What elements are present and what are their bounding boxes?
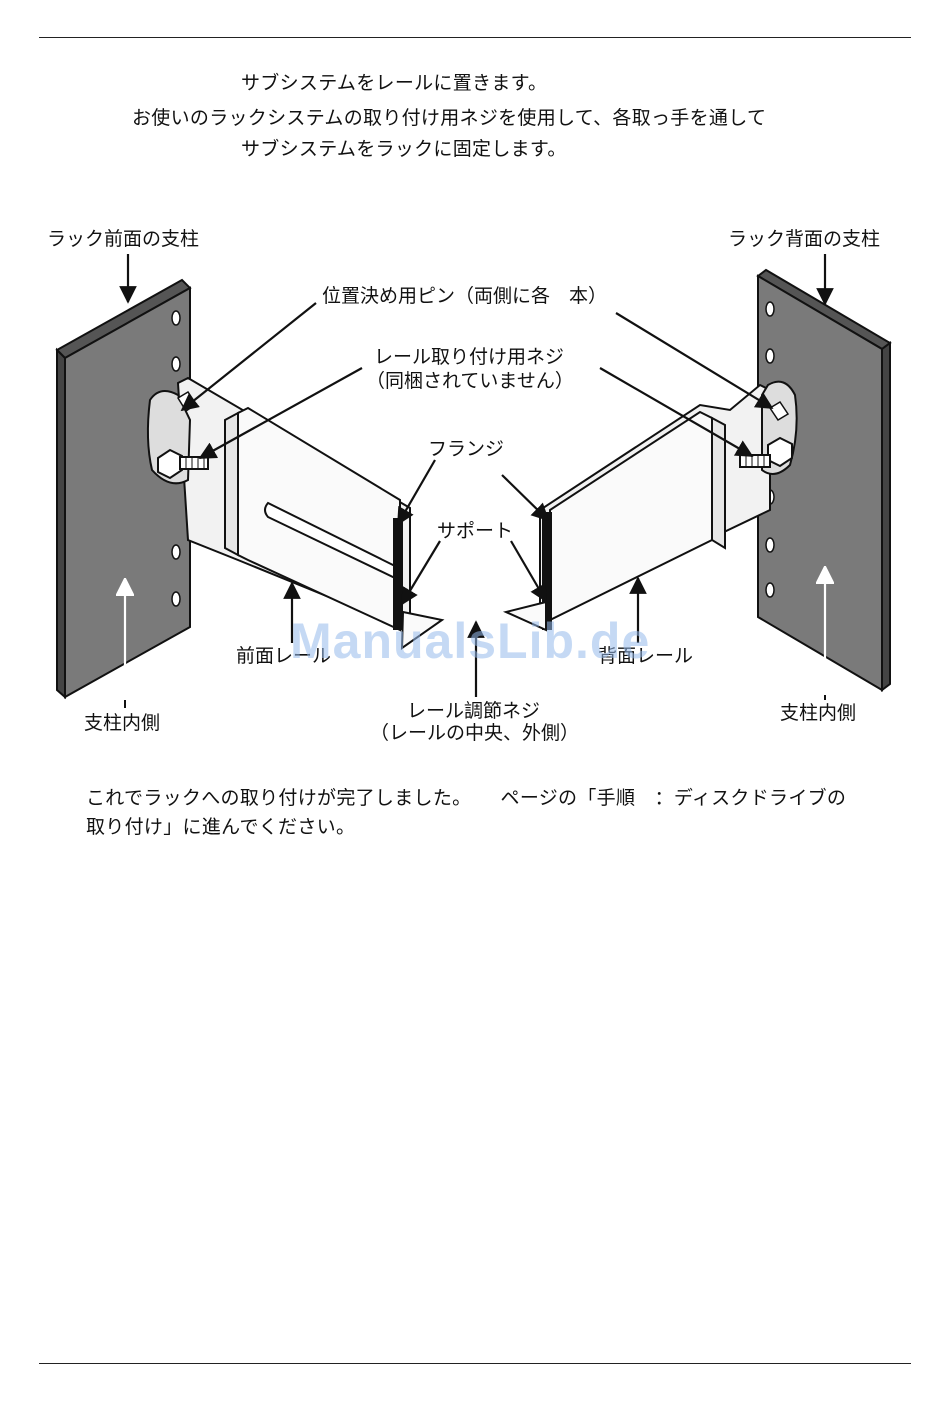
rear-rail: [506, 382, 797, 630]
screw-label-line2: （同梱されていません）: [366, 370, 574, 392]
step-fix-text-line1: お使いのラックシステムの取り付け用ネジを使用して、各取っ手を通して: [132, 106, 766, 130]
watermark: ManualsLib.de: [290, 612, 650, 670]
front-rail: [148, 378, 442, 648]
top-rule: [39, 37, 911, 38]
front-post-label: ラック前面の支柱: [47, 228, 199, 250]
conclusion-line2: 取り付け」に進んでください。: [86, 815, 355, 839]
adjust-screw-label-line1: レール調節ネジ: [407, 700, 540, 722]
flange-label: フランジ: [428, 438, 504, 460]
front-rack-post: [57, 280, 190, 697]
adjust-screw-label-line2: （レールの中央、外側）: [370, 722, 579, 744]
post-inner-right-label: 支柱内側: [780, 702, 856, 724]
rear-post-label: ラック背面の支柱: [728, 228, 880, 250]
step-fix-text-line2: サブシステムをラックに固定します。: [241, 137, 567, 161]
bottom-rule: [39, 1363, 911, 1364]
conclusion-line1: これでラックへの取り付けが完了しました。 ページの「手順 ：ディスクドライブの: [86, 786, 846, 810]
support-label: サポート: [437, 520, 513, 542]
step-place-text: サブシステムをレールに置きます。: [241, 71, 547, 95]
post-inner-left-label: 支柱内側: [84, 712, 160, 734]
pin-label: 位置決め用ピン（両側に各 本）: [322, 285, 607, 307]
screw-label-line1: レール取り付け用ネジ: [374, 346, 564, 368]
